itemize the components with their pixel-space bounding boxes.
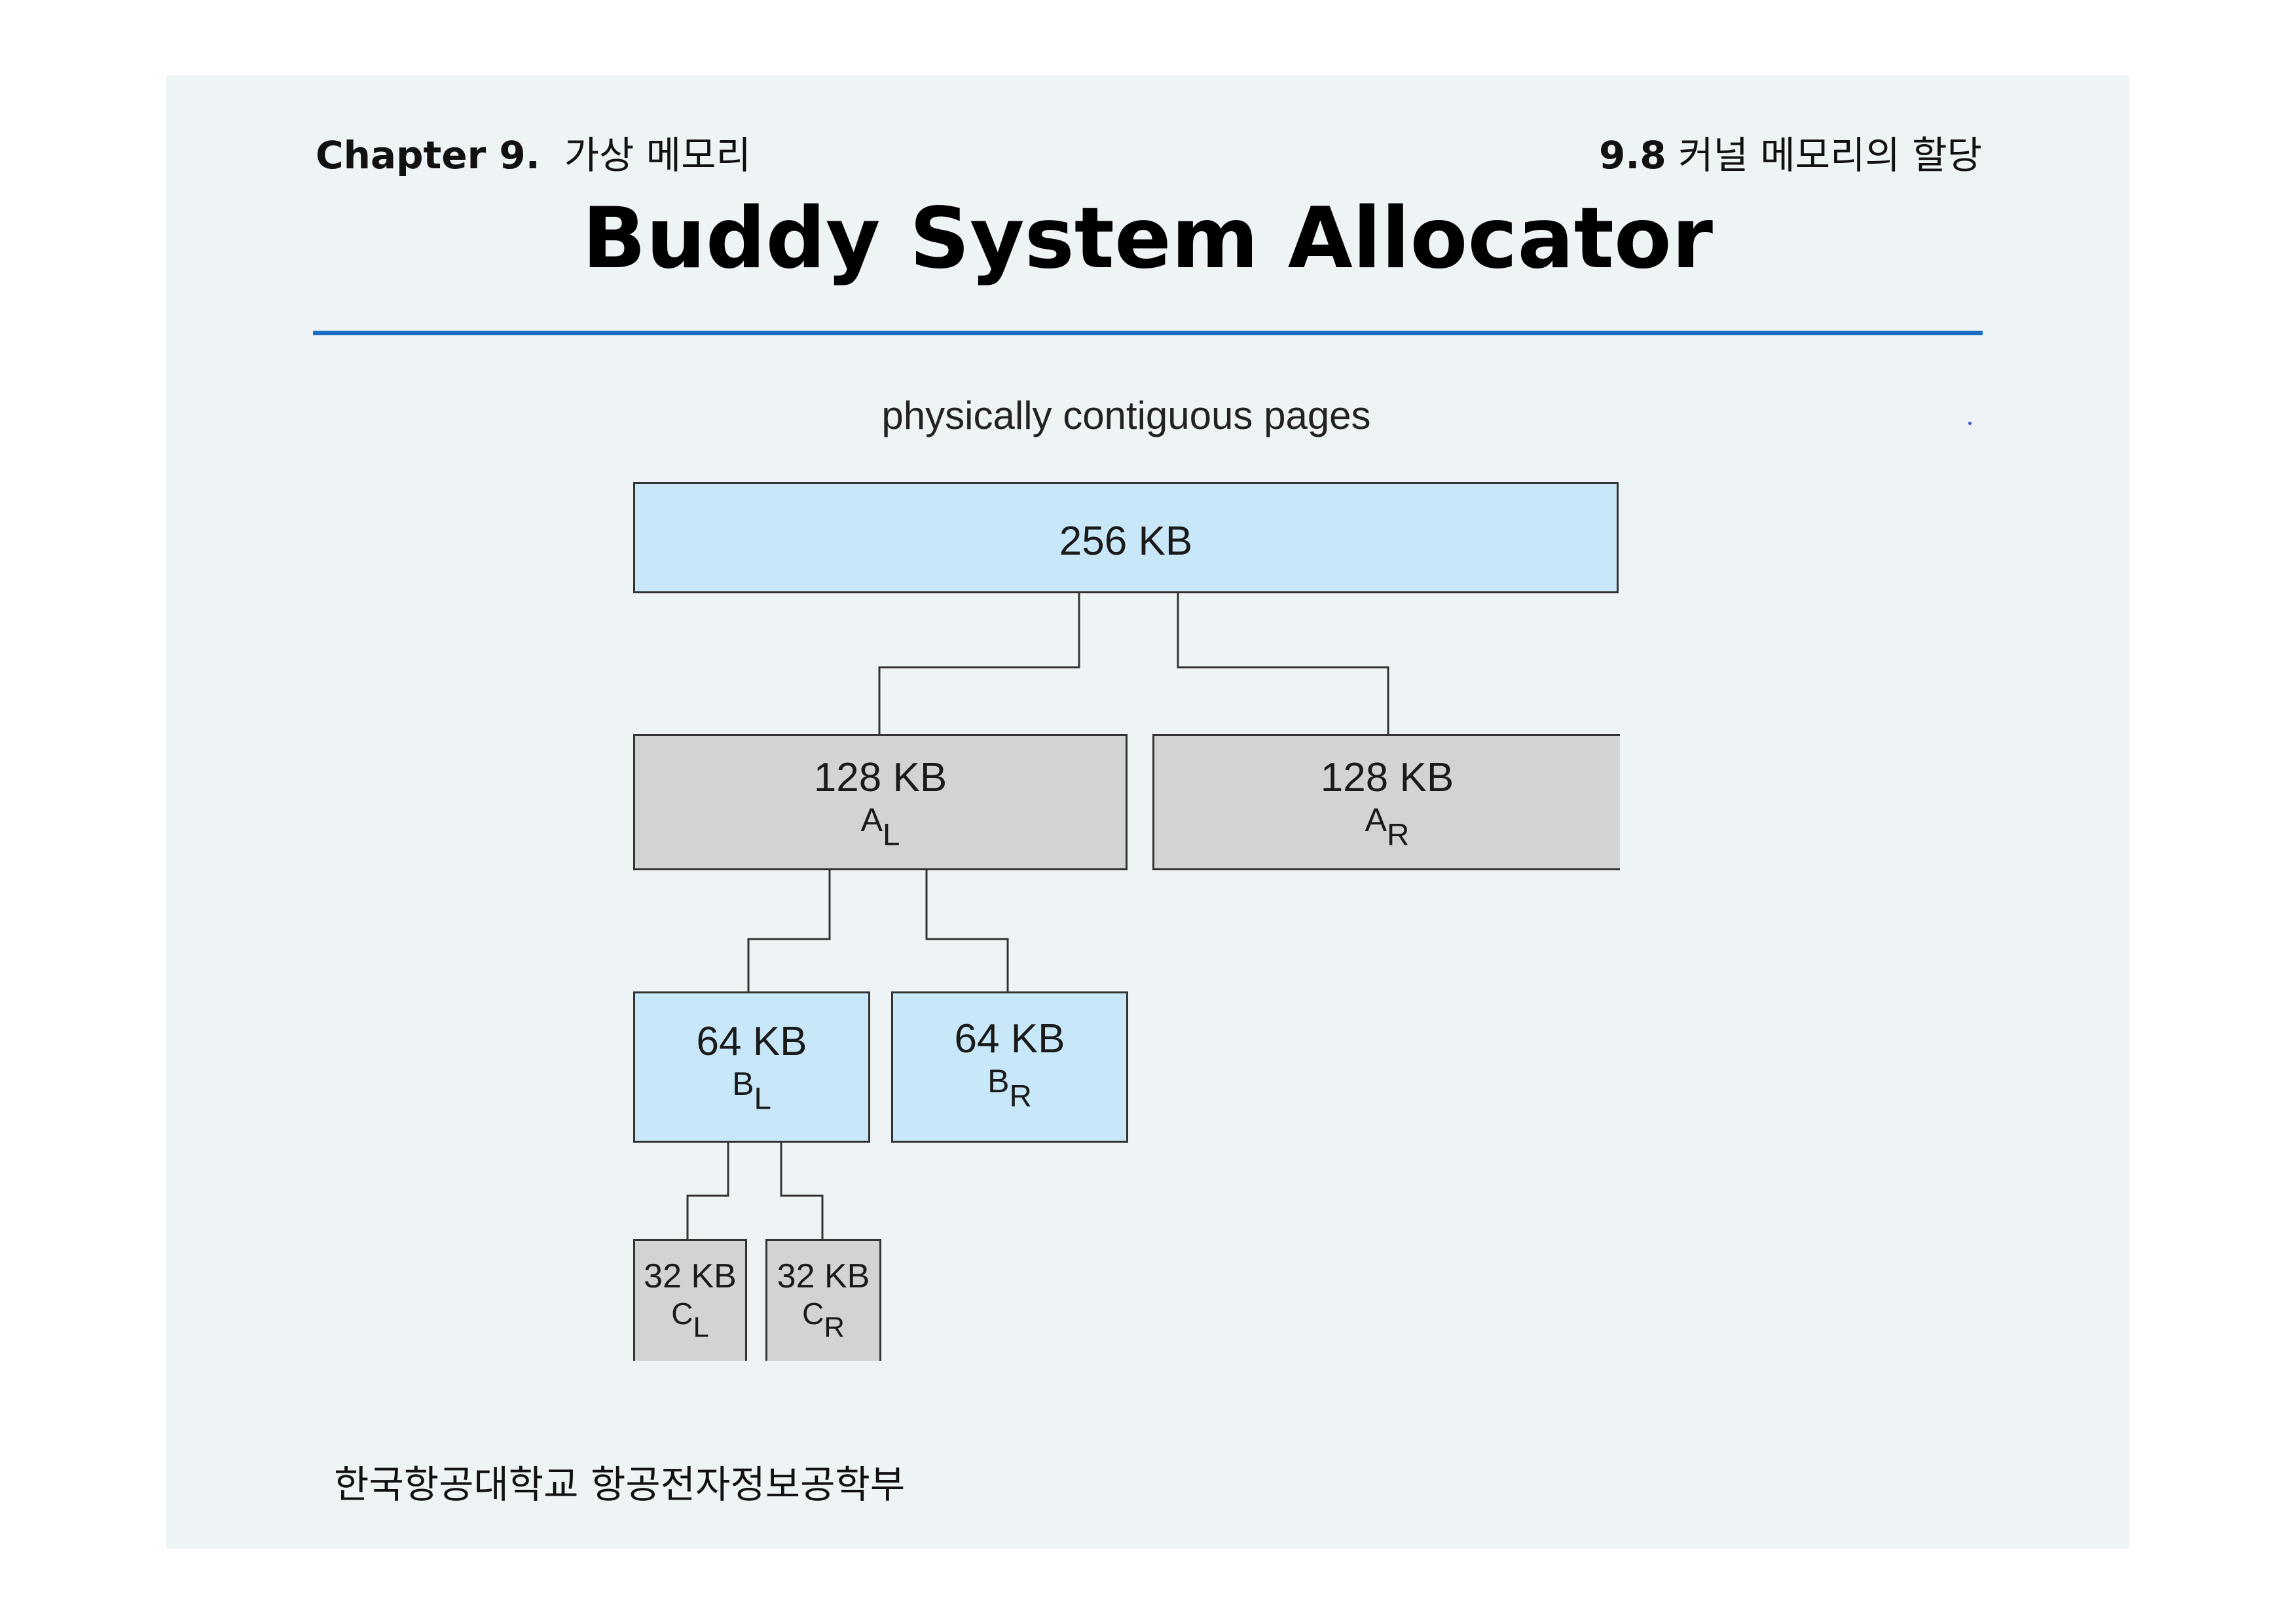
block-128kb-al: 128 KB AL xyxy=(633,734,1128,870)
chapter-title: 가상 메모리 xyxy=(564,133,751,177)
block-64kb-bl: 64 KB BL xyxy=(633,991,870,1143)
block-id-label: AL xyxy=(860,802,900,853)
connector-root-to-al xyxy=(878,592,1080,735)
connector-al-to-bl xyxy=(747,869,831,992)
block-32kb-cl: 32 KB CL xyxy=(633,1239,747,1361)
block-256kb: 256 KB xyxy=(633,482,1619,593)
block-id-label: BL xyxy=(732,1065,771,1116)
connector-bl-to-cr xyxy=(780,1141,824,1240)
block-32kb-cr: 32 KB CR xyxy=(765,1239,881,1361)
block-128kb-ar: 128 KB AR xyxy=(1152,734,1620,870)
stray-dot xyxy=(1968,422,1972,425)
block-id-label: CR xyxy=(802,1297,845,1344)
chapter-label: Chapter 9. xyxy=(316,133,540,177)
block-id-label: BR xyxy=(987,1063,1032,1114)
connector-al-to-br xyxy=(925,869,1009,992)
section-number: 9.8 xyxy=(1599,133,1666,177)
block-size-label: 32 KB xyxy=(777,1257,870,1295)
connector-bl-to-cl xyxy=(686,1141,729,1240)
chapter-header: Chapter 9. 가상 메모리 xyxy=(316,124,751,179)
slide-title: Buddy System Allocator xyxy=(582,190,1713,287)
diagram-caption: physically contiguous pages xyxy=(881,394,1371,437)
connector-root-to-ar xyxy=(1177,592,1389,735)
block-id-label: CL xyxy=(671,1297,709,1344)
block-size-label: 32 KB xyxy=(644,1257,737,1295)
section-header: 9.8 커널 메모리의 할당 xyxy=(1599,124,1982,179)
title-underline xyxy=(313,331,1983,335)
block-size-label: 64 KB xyxy=(954,1016,1065,1061)
section-title: 커널 메모리의 할당 xyxy=(1678,133,1982,177)
block-size-label: 256 KB xyxy=(1059,519,1193,564)
block-id-label: AR xyxy=(1365,802,1410,853)
block-size-label: 128 KB xyxy=(1320,755,1454,800)
block-size-label: 64 KB xyxy=(696,1019,807,1064)
footer-institution: 한국항공대학교 항공전자정보공학부 xyxy=(334,1462,906,1507)
slide-background xyxy=(166,75,2129,1549)
block-64kb-br: 64 KB BR xyxy=(891,991,1128,1143)
block-size-label: 128 KB xyxy=(813,755,947,800)
